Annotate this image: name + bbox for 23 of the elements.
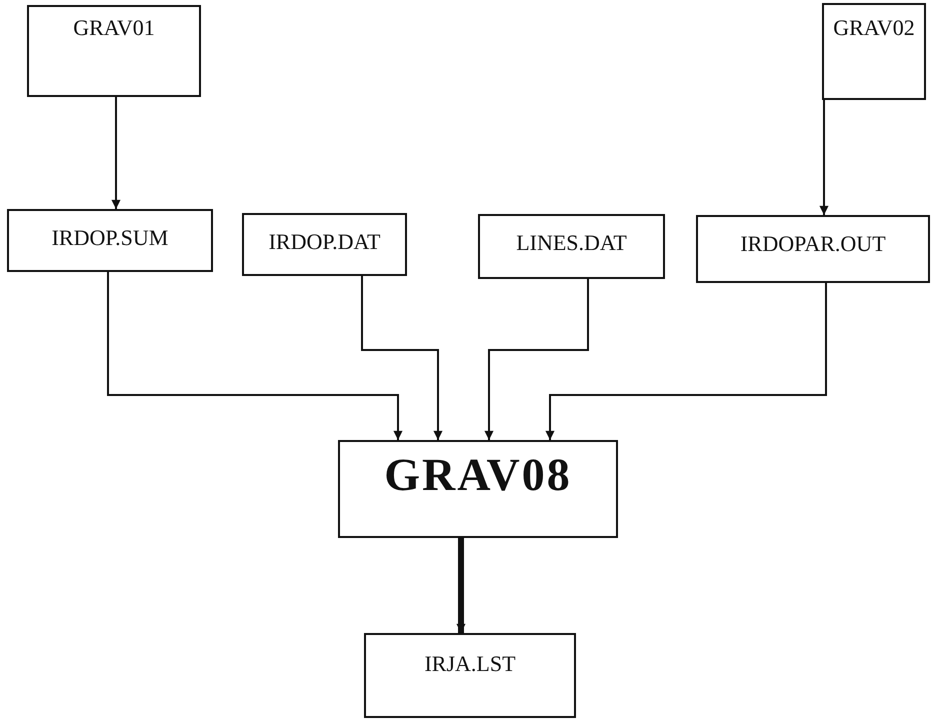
file-box [364, 633, 576, 718]
box-label: IRDOP.DAT [268, 229, 382, 255]
file-box [27, 5, 201, 97]
box-label: IRDOP.SUM [50, 225, 170, 251]
file-box [338, 440, 618, 538]
file-box [478, 214, 665, 279]
box-label: IRJA.LST [423, 651, 517, 677]
file-box [822, 3, 926, 100]
box-label: IRDOPAR.OUT [739, 231, 887, 257]
box-label: LINES.DAT [515, 230, 628, 256]
arrow [111, 97, 121, 209]
file-box [7, 209, 213, 272]
arrow [484, 279, 589, 440]
file-box [242, 213, 407, 276]
box-label: GRAV01 [72, 15, 156, 41]
file-box [696, 215, 930, 283]
arrow [456, 538, 466, 633]
arrow [545, 283, 827, 440]
arrow [819, 100, 829, 215]
box-label: GRAV02 [832, 15, 916, 41]
box-label: GRAV08 [383, 448, 573, 501]
arrow [107, 272, 403, 440]
arrow [361, 276, 443, 440]
